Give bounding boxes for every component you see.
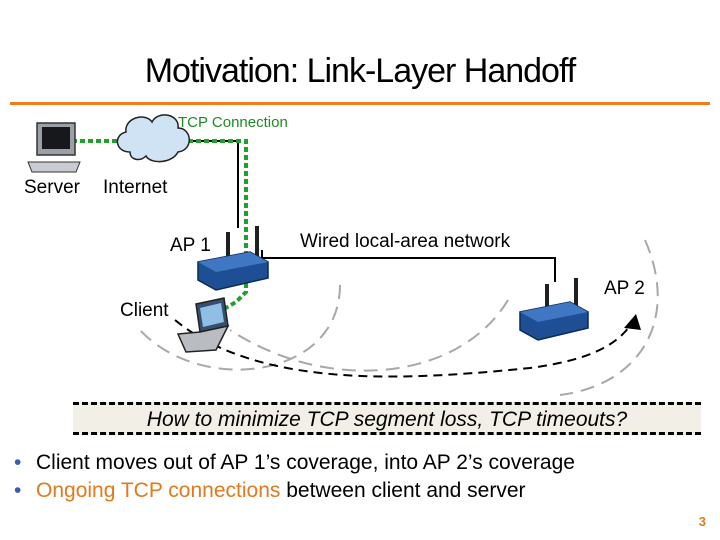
title-rule: [10, 102, 710, 105]
server-computer-icon: [27, 122, 81, 173]
tcp-connection-label: TCP Connection: [178, 114, 288, 131]
tcp-connection-path: [60, 135, 248, 322]
ap2-coverage-arc-left: [229, 299, 509, 372]
wired-link-internet-ap1: [172, 140, 239, 228]
question-banner: How to minimize TCP segment loss, TCP ti…: [73, 402, 701, 435]
ap2-coverage-arc-right: [559, 239, 659, 396]
wired-lan-label: Wired local-area network: [300, 231, 511, 252]
client-laptop-icon: [176, 297, 230, 353]
page-number: 3: [698, 514, 706, 529]
slide-title: Motivation: Link-Layer Handoff: [144, 52, 577, 90]
ap1-label: AP 1: [170, 235, 211, 256]
ap1-coverage-arc: [139, 284, 341, 371]
ap1-router-icon: [197, 226, 269, 291]
bullet-marker: •: [14, 451, 22, 474]
question-text: How to minimize TCP segment loss, TCP ti…: [146, 408, 628, 431]
client-label: Client: [120, 300, 169, 321]
wired-lan-ap1-ap2: [261, 250, 556, 282]
server-label: Server: [24, 177, 80, 198]
ap2-label: AP 2: [604, 278, 645, 299]
bullet-text: Client moves out of AP 1’s coverage, int…: [36, 451, 575, 474]
bullet-list: • Client moves out of AP 1’s coverage, i…: [14, 449, 714, 505]
internet-cloud-icon: [116, 114, 190, 163]
internet-label: Internet: [103, 177, 168, 198]
ap2-router-icon: [519, 278, 589, 341]
bullet-item: • Client moves out of AP 1’s coverage, i…: [14, 449, 714, 477]
bullet-text: between client and server: [280, 479, 526, 502]
bullet-marker: •: [14, 479, 22, 502]
movement-arrowhead: [624, 314, 641, 330]
bullet-item: • Ongoing TCP connections between client…: [14, 477, 714, 505]
bullet-highlight-text: Ongoing TCP connections: [36, 479, 281, 502]
